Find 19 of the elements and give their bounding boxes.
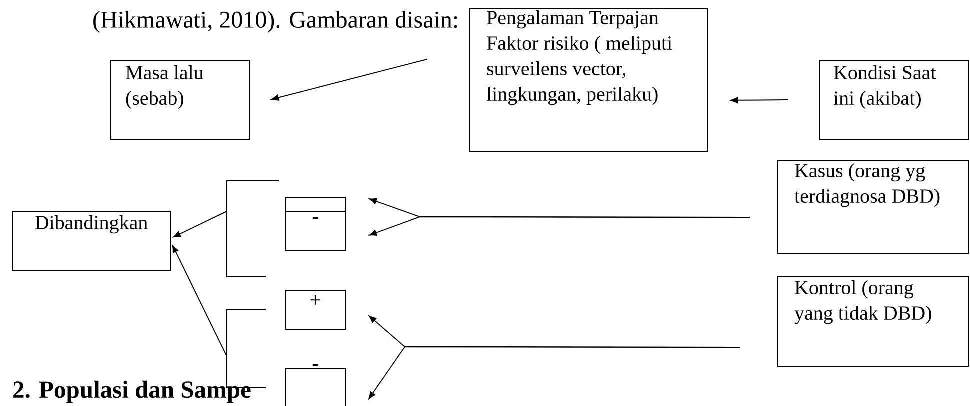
sign-box: +	[285, 290, 346, 330]
text-box: Kasus (orang yg terdiagnosa DBD)	[777, 160, 969, 254]
sign-box: -	[285, 364, 346, 406]
text-box: Pengalaman Terpajan Faktor risiko ( meliputi surveilens vector, lingkungan, perilaku)	[469, 8, 708, 152]
text-box: Masa lalu (sebab)	[110, 60, 250, 140]
node-label: -	[312, 364, 318, 366]
citation-text: (Hikmawati, 2010). Gambaran disain:	[94, 11, 458, 33]
arrow	[369, 216, 750, 236]
arrow	[271, 59, 428, 101]
arrow	[172, 245, 228, 357]
arrow	[730, 97, 788, 104]
text-box: Kontrol (orang yang tidak DBD)	[777, 276, 969, 367]
text-box: Kondisi Saat ini (akibat)	[819, 60, 969, 140]
section-heading: 2. Populasi dan Sampe	[14, 380, 251, 404]
text-box: Dibandingkan	[12, 211, 171, 271]
empty-box	[285, 197, 346, 212]
bracket	[226, 180, 280, 278]
arrow	[368, 346, 740, 400]
arrow	[173, 211, 228, 238]
